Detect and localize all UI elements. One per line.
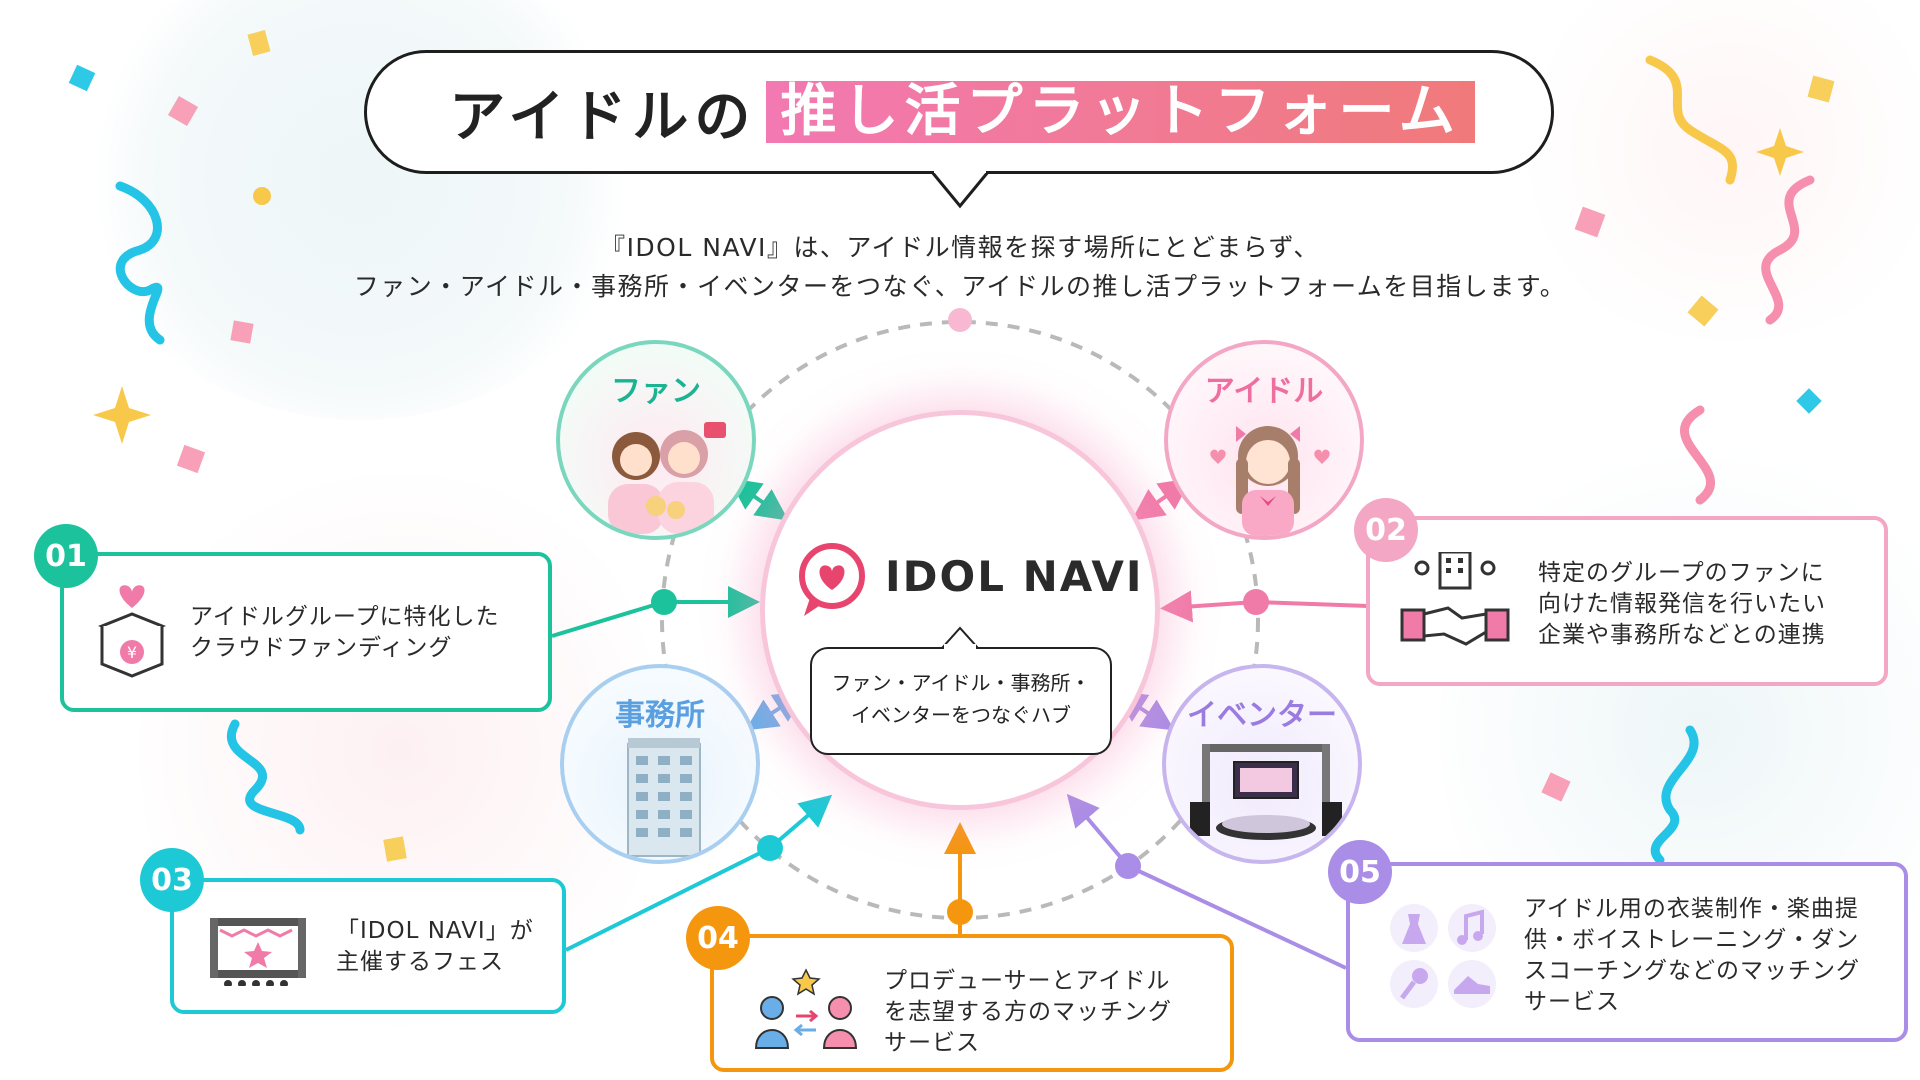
feature-05-line-1: アイドル用の衣装制作・楽曲提 [1524, 896, 1859, 922]
matching-icon [754, 968, 858, 1049]
feature-02-line-3: 企業や事務所などとの連携 [1538, 622, 1826, 648]
feature-04-line-2: を志望する方のマッチング [884, 999, 1172, 1025]
fan-illustration-icon [608, 422, 726, 534]
eventer-node: イベンター [1162, 664, 1362, 864]
hub-note-tail-mask [944, 644, 976, 650]
feature-05-number-badge: 05 [1328, 840, 1392, 904]
feature-04-line-1: プロデューサーとアイドル [884, 968, 1171, 994]
hub-note: ファン・アイドル・事務所・ イベンターをつなぐハブ [810, 647, 1112, 755]
feature-03-number-badge: 03 [140, 848, 204, 912]
feature-01-line-1: アイドルグループに特化した [190, 604, 500, 630]
feature-04-number-badge: 04 [686, 906, 750, 970]
feature-02-number-badge: 02 [1354, 498, 1418, 562]
title-highlight: 推し活プラットフォーム [766, 81, 1475, 143]
svg-text:¥: ¥ [127, 643, 137, 662]
idol-navi-logo-text: IDOL NAVI [885, 552, 1144, 601]
fan-node-label: ファン [611, 374, 701, 409]
hub-note-line-2: イベンターをつなぐハブ [851, 703, 1071, 727]
services-icon [1390, 904, 1496, 1008]
handshake-icon [1400, 552, 1510, 646]
feature-card-03: 「IDOL NAVI」が 主催するフェス [170, 878, 566, 1014]
feature-card-04: プロデューサーとアイドル を志望する方のマッチング サービス [710, 934, 1234, 1072]
feature-card-01: ¥ アイドルグループに特化した クラウドファンディング [60, 552, 552, 712]
background-blob [1500, 0, 1920, 340]
office-node: 事務所 [560, 664, 760, 864]
idol-illustration-icon [1210, 426, 1330, 536]
feature-05-line-4: サービス [1524, 989, 1620, 1015]
feature-card-02: 特定のグループのファンに 向けた情報発信を行いたい 企業や事務所などとの連携 [1366, 516, 1888, 686]
stage-icon [210, 918, 306, 986]
page-title: アイドルの 推し活プラットフォーム [367, 53, 1557, 171]
event-stage-icon [1190, 744, 1342, 840]
feature-01-number-badge: 01 [34, 524, 98, 588]
gift-box-icon: ¥ [97, 585, 167, 678]
feature-04-line-3: サービス [884, 1030, 980, 1056]
fan-node: ファン [556, 340, 756, 540]
intro-line-2: ファン・アイドル・事務所・イベンターをつなぐ、アイドルの推し活プラットフォームを… [353, 272, 1567, 301]
title-bubble: アイドルの 推し活プラットフォーム [364, 50, 1554, 174]
feature-03-line-2: 主催するフェス [336, 949, 504, 975]
idol-node: アイドル [1164, 340, 1364, 540]
eventer-node-label: イベンター [1187, 698, 1337, 733]
feature-01-line-2: クラウドファンディング [190, 635, 453, 661]
hub-note-line-1: ファン・アイドル・事務所・ [831, 671, 1091, 695]
heart-chat-logo-icon [799, 543, 865, 616]
feature-05-line-3: スコーチングなどのマッチング [1524, 958, 1860, 984]
feature-03-line-1: 「IDOL NAVI」が [336, 918, 534, 944]
intro-line-1: 『IDOL NAVI』は、アイドル情報を探す場所にとどまらず、 [600, 233, 1320, 262]
hub-note-tail [941, 626, 979, 649]
title-plain: アイドルの [449, 84, 757, 150]
speech-tail [930, 170, 990, 209]
feature-card-05: アイドル用の衣装制作・楽曲提 供・ボイストレーニング・ダン スコーチングなどのマ… [1346, 862, 1908, 1042]
office-building-icon [627, 738, 701, 857]
feature-05-line-2: 供・ボイストレーニング・ダン [1524, 927, 1860, 953]
idol-node-label: アイドル [1204, 374, 1324, 409]
feature-02-line-1: 特定のグループのファンに [1538, 560, 1825, 586]
feature-02-line-2: 向けた情報発信を行いたい [1538, 591, 1826, 617]
office-node-label: 事務所 [615, 698, 705, 733]
